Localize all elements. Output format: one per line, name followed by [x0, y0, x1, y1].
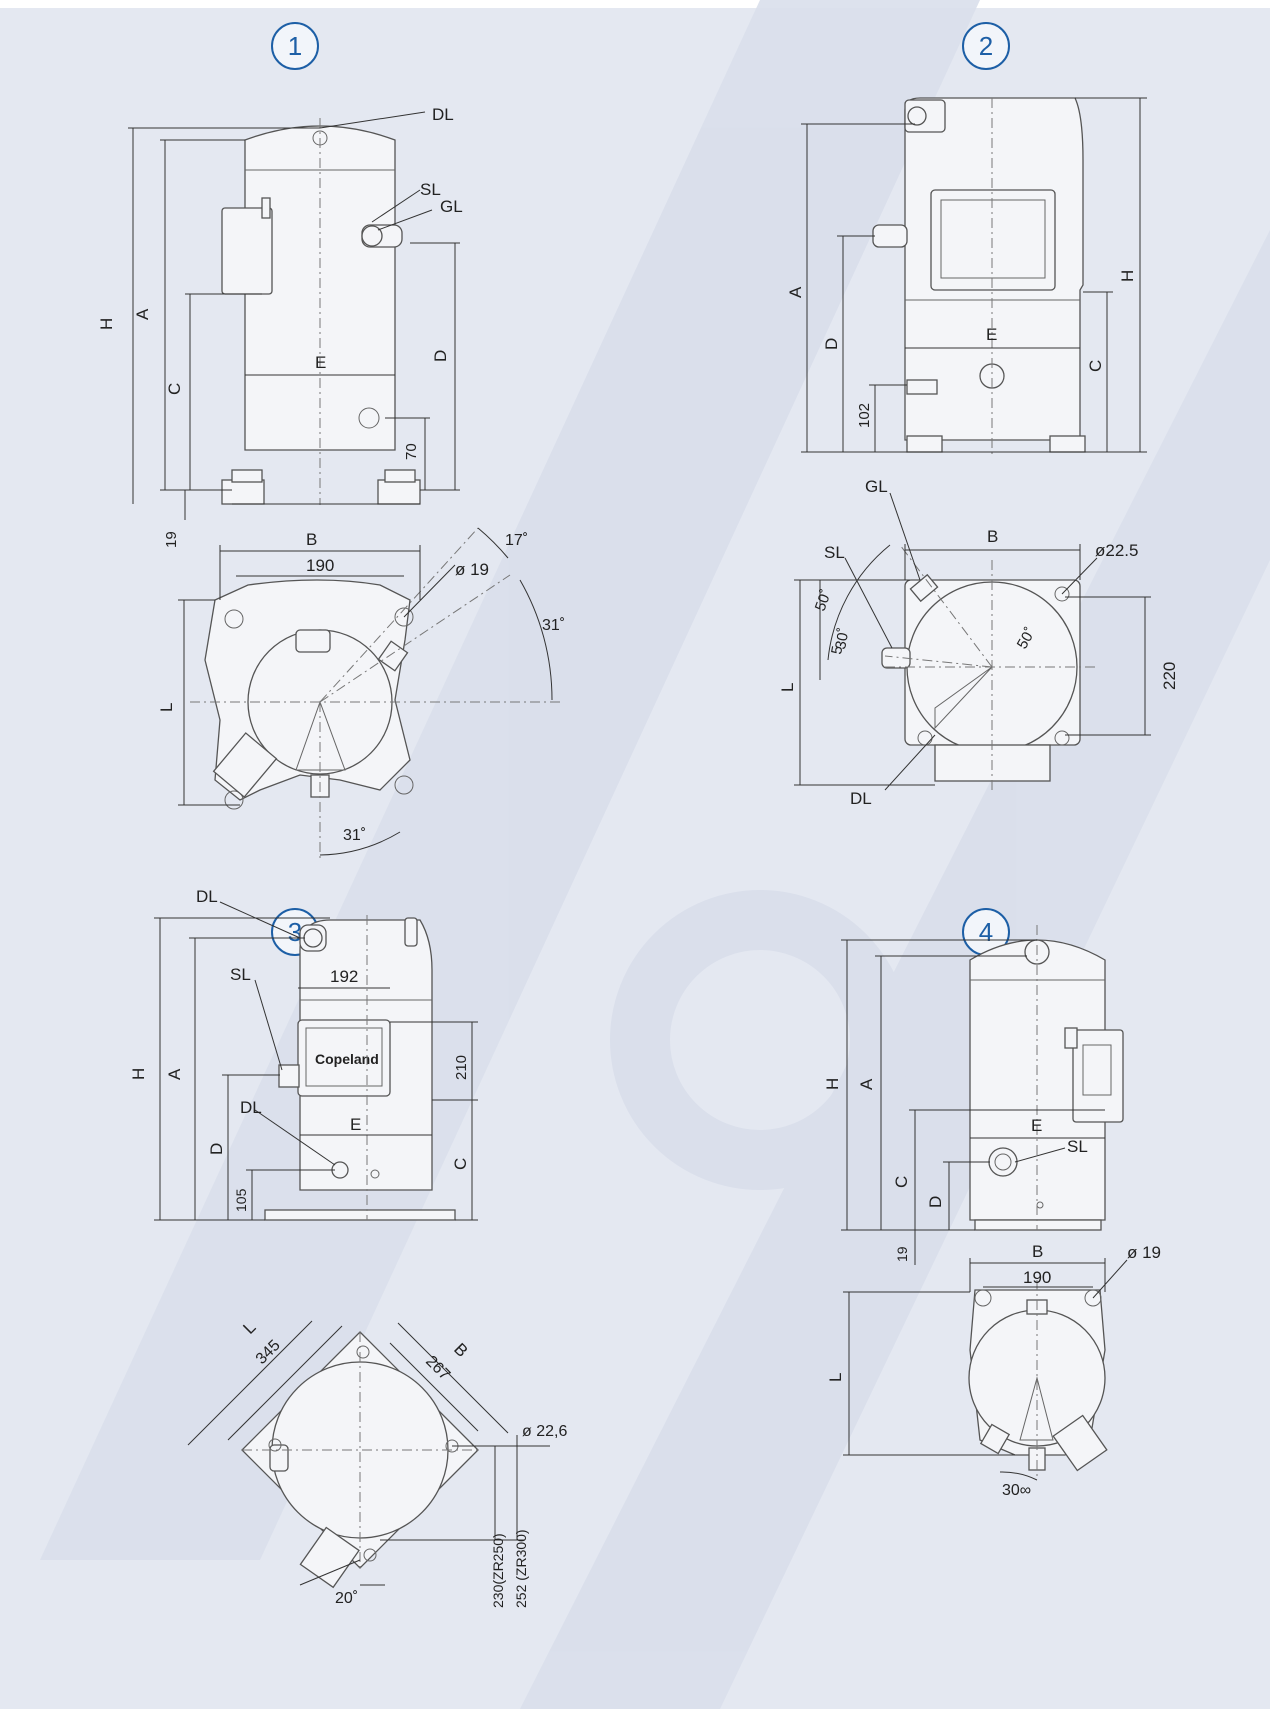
diagram-3: 3 Copeland: [0, 880, 635, 1709]
dim-label: E: [315, 353, 326, 372]
dim-label: D: [822, 338, 841, 350]
diagram-number-badge: 1: [271, 22, 319, 70]
side-dimensions: [801, 97, 1147, 453]
compressor-drawing-1: H A C E D 70 19 DL SL GL: [97, 105, 565, 860]
side-view: [221, 118, 421, 505]
connection-label: SL: [1067, 1137, 1088, 1156]
connection-label: GL: [865, 477, 888, 496]
dim-label: 31˚: [542, 617, 565, 634]
side-view: [872, 97, 1087, 455]
connection-label: SL: [230, 965, 251, 984]
dim-label: 192: [330, 967, 358, 986]
connection-label: GL: [440, 197, 463, 216]
connection-label: DL: [432, 105, 454, 124]
compressor-drawing-3: Copeland: [129, 887, 567, 1608]
dim-label: C: [165, 383, 184, 395]
connection-label: DL: [196, 887, 218, 906]
diagram-number-badge: 2: [962, 22, 1010, 70]
top-dimensions: [178, 527, 553, 856]
dim-label: A: [133, 308, 152, 320]
dim-label: 190: [306, 556, 334, 575]
dim-label: C: [892, 1176, 911, 1188]
dim-label: H: [823, 1078, 842, 1090]
dim-label: 20˚: [335, 1590, 358, 1607]
dim-label: 17˚: [505, 532, 528, 549]
connection-label: SL: [420, 180, 441, 199]
dim-label: 50˚: [812, 587, 835, 613]
side-dimensions: [128, 111, 460, 520]
top-dimensions: [843, 1258, 1128, 1481]
svg-text:Copeland: Copeland: [315, 1051, 379, 1067]
side-dimensions: [841, 939, 1105, 1265]
side-dimensions: [154, 901, 478, 1221]
dim-label: B: [1032, 1242, 1043, 1261]
top-dimensions: [794, 492, 1151, 791]
dim-label: B: [987, 527, 998, 546]
connection-label: SL: [824, 543, 845, 562]
dim-label: B: [306, 530, 317, 549]
diagram-2: 2: [635, 0, 1270, 900]
dim-label: H: [97, 318, 116, 330]
dim-label: H: [1118, 270, 1137, 282]
dim-label: L: [826, 1373, 845, 1382]
dim-label: 190: [1023, 1268, 1051, 1287]
top-view: [241, 1331, 479, 1589]
dim-label: L: [778, 683, 797, 692]
dim-label: 19: [894, 1246, 910, 1262]
dim-label: H: [129, 1068, 148, 1080]
dim-label: D: [431, 350, 450, 362]
dim-label: ø 19: [1127, 1243, 1161, 1262]
dim-label: 30∞: [1002, 1482, 1031, 1499]
dim-label: E: [1031, 1116, 1042, 1135]
dim-label: 210: [453, 1055, 470, 1080]
dim-label: D: [207, 1143, 226, 1155]
top-view: [968, 1280, 1108, 1480]
compressor-drawing-2: A D E C H 102: [778, 97, 1179, 808]
dim-label: B: [450, 1339, 471, 1360]
dim-label: 19: [163, 531, 180, 548]
dim-label: 252 (ZR300): [513, 1529, 529, 1608]
top-view: [881, 544, 1095, 790]
dim-label: 230(ZR250): [490, 1533, 506, 1608]
dim-label: 105: [233, 1188, 249, 1212]
dim-label: 70: [403, 443, 420, 460]
dim-label: 5: [828, 645, 846, 656]
dim-label: L: [157, 703, 176, 712]
dim-label: E: [350, 1115, 361, 1134]
dim-label: A: [857, 1078, 876, 1090]
top-dimensions: [187, 1320, 550, 1586]
connection-label: DL: [850, 789, 872, 808]
dim-label: C: [1086, 360, 1105, 372]
dim-label: 345: [253, 1337, 284, 1368]
dim-label: C: [451, 1158, 470, 1170]
diagram-1: 1: [0, 0, 635, 900]
dim-label: 102: [856, 403, 873, 428]
dim-label: 220: [1160, 662, 1179, 690]
dim-label: E: [986, 325, 997, 344]
dim-label: D: [926, 1196, 945, 1208]
dim-label: ø22.5: [1095, 541, 1138, 560]
dim-label: 31˚: [343, 827, 366, 844]
top-view: [190, 527, 560, 860]
diagram-4: 4 H A: [635, 880, 1270, 1709]
dim-label: L: [239, 1318, 259, 1338]
dim-label: ø 22,6: [522, 1423, 567, 1440]
connection-label: DL: [240, 1098, 262, 1117]
side-view: [969, 925, 1124, 1231]
dim-label: 30˚: [832, 626, 853, 650]
dim-label: A: [165, 1068, 184, 1080]
compressor-drawing-4: H A E SL C D 19: [823, 925, 1161, 1499]
dim-label: ø 19: [455, 560, 489, 579]
dim-label: A: [786, 286, 805, 298]
side-view: Copeland: [264, 915, 456, 1221]
